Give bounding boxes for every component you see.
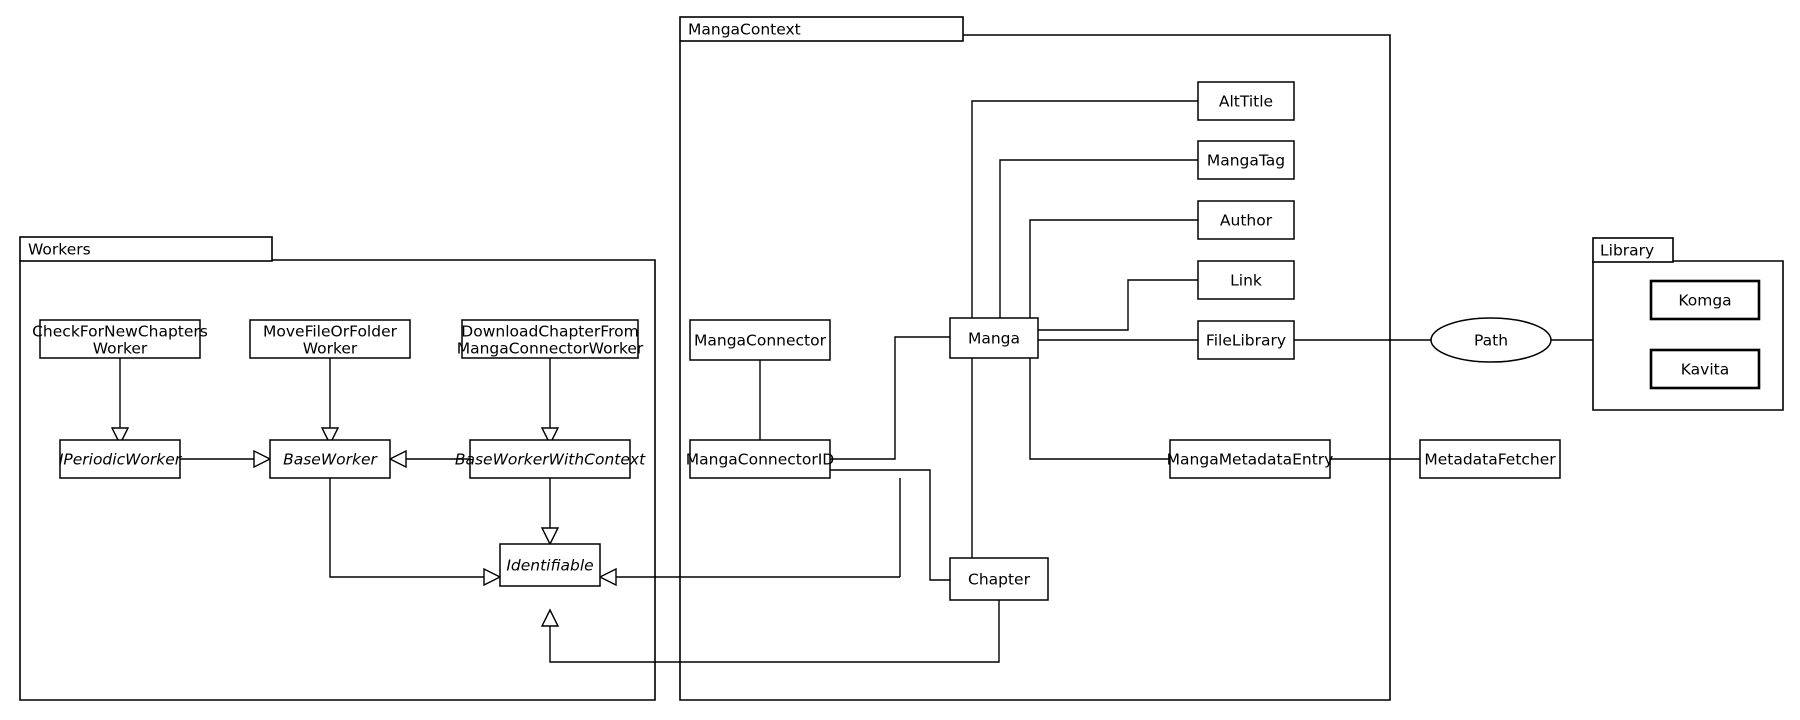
- package-library-body: [1592, 260, 1784, 411]
- node-baseworkerwithcontext-box[interactable]: [469, 439, 631, 479]
- node-mangatag[interactable]: MangaTag: [1197, 140, 1295, 180]
- node-metadatafetcher[interactable]: MetadataFetcher: [1419, 439, 1561, 479]
- node-download-chapter-worker[interactable]: DownloadChapterFrom MangaConnectorWorker: [457, 319, 644, 359]
- node-filelibrary-label: FileLibrary: [1206, 332, 1286, 350]
- node-mangatag-label: MangaTag: [1207, 152, 1285, 170]
- node-mangametadataentry[interactable]: MangaMetadataEntry: [1167, 439, 1334, 479]
- node-move-file-or-folder-worker-label-line1: MoveFileOrFolder: [263, 323, 398, 341]
- edge-chapter-to-identifiable: [549, 600, 1000, 663]
- node-alttitle[interactable]: AltTitle: [1197, 81, 1295, 121]
- node-mangametadataentry-box[interactable]: [1169, 439, 1331, 479]
- node-baseworker-label: BaseWorker: [283, 451, 378, 469]
- package-mangacontext: MangaContext: [679, 16, 1391, 701]
- node-identifiable-box[interactable]: [499, 543, 601, 587]
- node-kavita-label: Kavita: [1681, 361, 1729, 379]
- node-author-box[interactable]: [1197, 200, 1295, 240]
- node-path[interactable]: Path: [1430, 317, 1552, 363]
- node-move-file-or-folder-worker-box[interactable]: [249, 319, 411, 359]
- node-iperiodicworker[interactable]: IPeriodicWorker: [59, 439, 183, 479]
- node-link[interactable]: Link: [1197, 260, 1295, 300]
- node-metadatafetcher-box[interactable]: [1419, 439, 1561, 479]
- arrowhead-bwwc-to-identifiable: [540, 527, 560, 546]
- edge-baseworker-to-identifiable: [329, 478, 488, 578]
- node-alttitle-label: AltTitle: [1219, 93, 1273, 111]
- edge-manga-to-author: [1029, 219, 1198, 318]
- node-link-label: Link: [1230, 272, 1262, 290]
- edge-layer: [110, 100, 1593, 663]
- node-mangaconnector-label: MangaConnector: [694, 332, 827, 350]
- node-mangaconnectorid[interactable]: MangaConnectorID: [686, 439, 835, 479]
- arrowhead-move-to-baseworker: [320, 427, 340, 446]
- node-komga-label: Komga: [1678, 292, 1731, 310]
- node-metadatafetcher-label: MetadataFetcher: [1424, 451, 1556, 469]
- node-alttitle-box[interactable]: [1197, 81, 1295, 121]
- arrowhead-baseworker-to-identifiable: [483, 567, 502, 587]
- node-path-label: Path: [1474, 332, 1508, 350]
- arrowhead-check-to-iperiodic: [110, 427, 130, 446]
- node-check-for-new-chapters-worker-label-line2: Worker: [93, 340, 148, 358]
- node-mangaconnectorid-label: MangaConnectorID: [686, 451, 835, 469]
- package-workers-tab: [19, 236, 273, 262]
- edge-mangaconnectorid-to-chapter: [830, 469, 950, 581]
- node-check-for-new-chapters-worker-label-line1: CheckForNewChapters: [32, 323, 208, 341]
- node-baseworker[interactable]: BaseWorker: [269, 439, 391, 479]
- edge-manga-to-link: [1038, 279, 1198, 331]
- node-filelibrary-box[interactable]: [1197, 320, 1295, 360]
- edge-manga-to-mangametadataentry: [1029, 358, 1170, 460]
- package-workers-body: [19, 259, 656, 701]
- arrowhead-bwwc-to-baseworker: [388, 449, 407, 469]
- package-library-tab: [1592, 237, 1674, 263]
- package-library-label: Library: [1600, 242, 1654, 260]
- package-workers: Workers: [19, 236, 656, 701]
- node-check-for-new-chapters-worker[interactable]: CheckForNewChapters Worker: [32, 319, 208, 359]
- arrowhead-chapter-to-identifiable: [540, 608, 560, 627]
- edge-manga-to-mangatag: [999, 159, 1198, 318]
- node-iperiodicworker-label: IPeriodicWorker: [59, 451, 183, 469]
- node-filelibrary[interactable]: FileLibrary: [1197, 320, 1295, 360]
- package-library: Library: [1592, 237, 1784, 411]
- node-chapter-box[interactable]: [949, 557, 1049, 601]
- node-author[interactable]: Author: [1197, 200, 1295, 240]
- node-mangaconnectorid-box[interactable]: [689, 439, 831, 479]
- node-move-file-or-folder-worker-label-line2: Worker: [303, 340, 358, 358]
- node-link-box[interactable]: [1197, 260, 1295, 300]
- node-identifiable-label: Identifiable: [506, 557, 593, 575]
- node-komga-box[interactable]: [1649, 279, 1761, 321]
- arrowhead-iperiodic-to-baseworker: [253, 449, 272, 469]
- node-kavita[interactable]: Kavita: [1649, 348, 1761, 390]
- node-download-chapter-worker-label-line1: DownloadChapterFrom: [461, 323, 638, 341]
- node-baseworkerwithcontext[interactable]: BaseWorkerWithContext: [455, 439, 646, 479]
- arrowhead-download-to-bwwc: [540, 427, 560, 446]
- package-mangacontext-body: [679, 34, 1391, 701]
- node-download-chapter-worker-box[interactable]: [461, 319, 639, 359]
- node-identifiable[interactable]: Identifiable: [499, 543, 601, 587]
- package-workers-label: Workers: [28, 241, 91, 259]
- node-mangametadataentry-label: MangaMetadataEntry: [1167, 451, 1334, 469]
- node-chapter[interactable]: Chapter: [949, 557, 1049, 601]
- node-mangaconnector[interactable]: MangaConnector: [689, 319, 831, 361]
- edge-mangaconnectorid-to-manga: [830, 336, 950, 460]
- node-download-chapter-worker-label-line2: MangaConnectorWorker: [457, 340, 644, 358]
- node-manga[interactable]: Manga: [949, 317, 1039, 359]
- node-baseworkerwithcontext-label: BaseWorkerWithContext: [455, 451, 646, 469]
- node-mangatag-box[interactable]: [1197, 140, 1295, 180]
- node-move-file-or-folder-worker[interactable]: MoveFileOrFolder Worker: [249, 319, 411, 359]
- edge-manga-to-chapter: [950, 358, 973, 571]
- node-kavita-box[interactable]: [1649, 348, 1761, 390]
- edge-manga-to-alttitle: [971, 100, 1198, 318]
- node-author-label: Author: [1220, 212, 1273, 230]
- arrowhead-mangaconnectorid-to-identifiable: [598, 567, 617, 587]
- node-komga[interactable]: Komga: [1649, 279, 1761, 321]
- node-baseworker-box[interactable]: [269, 439, 391, 479]
- node-manga-box[interactable]: [949, 317, 1039, 359]
- node-chapter-label: Chapter: [968, 571, 1031, 589]
- node-path-ellipse[interactable]: [1430, 317, 1552, 363]
- package-mangacontext-tab: [679, 16, 964, 42]
- node-check-for-new-chapters-worker-box[interactable]: [39, 319, 201, 359]
- package-mangacontext-label: MangaContext: [688, 21, 801, 39]
- node-mangaconnector-box[interactable]: [689, 319, 831, 361]
- node-iperiodicworker-box[interactable]: [59, 439, 181, 479]
- node-manga-label: Manga: [968, 330, 1020, 348]
